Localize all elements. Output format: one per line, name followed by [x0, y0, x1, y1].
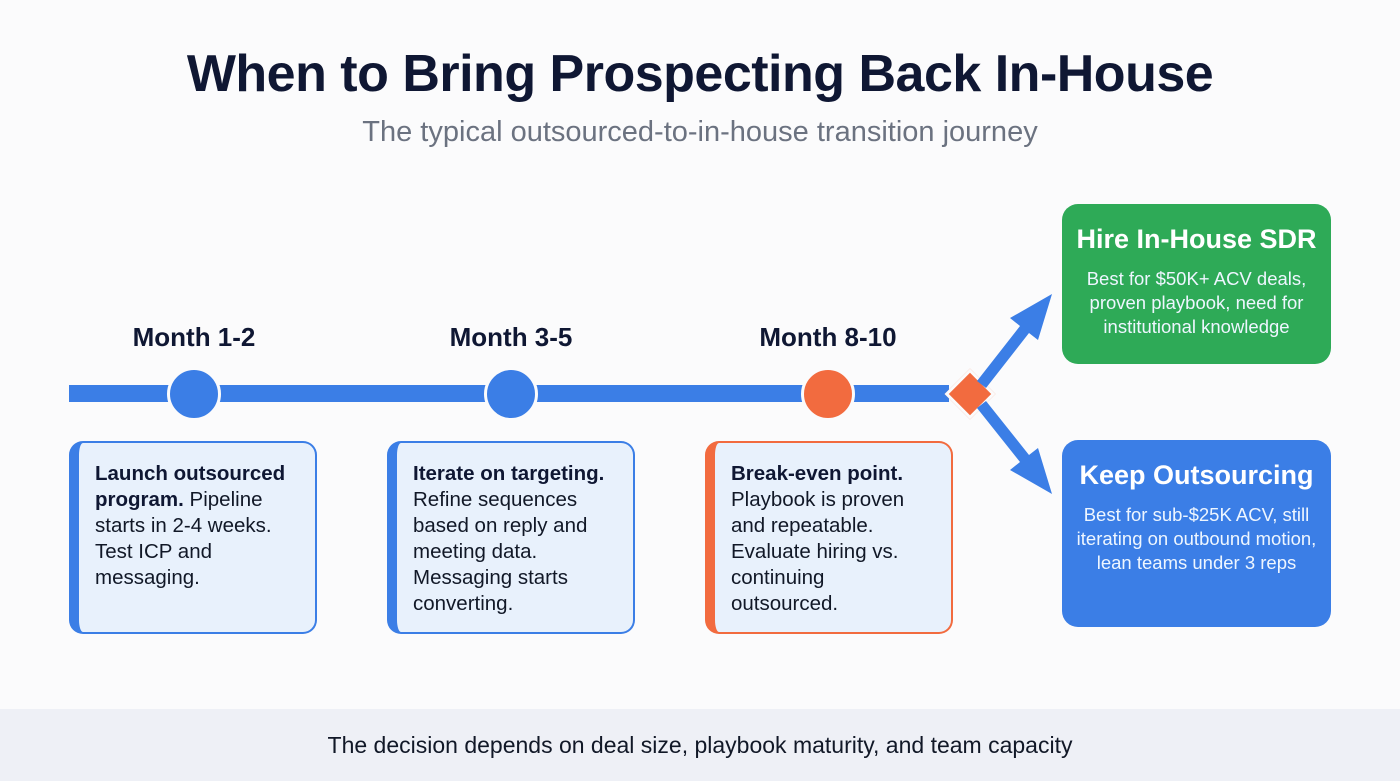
- arrow-down-right-icon: [977, 401, 1052, 494]
- page-title: When to Bring Prospecting Back In-House: [186, 45, 1214, 103]
- milestone-card-text: Playbook is proven and repeatable. Evalu…: [731, 488, 905, 615]
- milestone-card-1: Launch outsourced program. Pipeline star…: [69, 441, 317, 634]
- milestone-node-2: [484, 367, 538, 421]
- milestone-card-text: Pipeline starts in 2-4 weeks. Test ICP a…: [95, 488, 272, 589]
- outcome-title: Keep Outsourcing: [1079, 460, 1314, 490]
- milestone-card-2: Iterate on targeting. Refine sequences b…: [387, 441, 635, 634]
- milestone-node-1: [167, 367, 221, 421]
- footer-text: The decision depends on deal size, playb…: [327, 731, 1073, 758]
- decision-diamond-icon: [944, 368, 996, 420]
- milestone-node-3: [801, 367, 855, 421]
- outcome-text: Best for $50K+ ACV deals, proven playboo…: [1086, 268, 1307, 337]
- outcome-hire-in-house: Hire In-House SDR Best for $50K+ ACV dea…: [1062, 204, 1331, 364]
- milestone-label-1: Month 1-2: [132, 322, 256, 352]
- milestone-card-title: Break-even point.: [731, 462, 904, 485]
- milestone-card-title: Iterate on targeting.: [413, 462, 605, 485]
- milestone-label-2: Month 3-5: [449, 322, 573, 352]
- arrow-up-right-icon: [977, 294, 1052, 388]
- milestone-card-3: Break-even point. Playbook is proven and…: [705, 441, 953, 634]
- page-subtitle: The typical outsourced-to-in-house trans…: [362, 116, 1038, 148]
- outcome-keep-outsourcing: Keep Outsourcing Best for sub-$25K ACV, …: [1062, 440, 1331, 627]
- milestone-label-3: Month 8-10: [759, 322, 897, 352]
- milestone-card-title: Launch outsourced program.: [95, 462, 286, 511]
- footer-banner: The decision depends on deal size, playb…: [0, 709, 1400, 781]
- milestone-card-text: Refine sequences based on reply and meet…: [413, 488, 588, 615]
- outcome-title: Hire In-House SDR: [1076, 224, 1317, 254]
- outcome-text: Best for sub-$25K ACV, still iterating o…: [1076, 504, 1317, 573]
